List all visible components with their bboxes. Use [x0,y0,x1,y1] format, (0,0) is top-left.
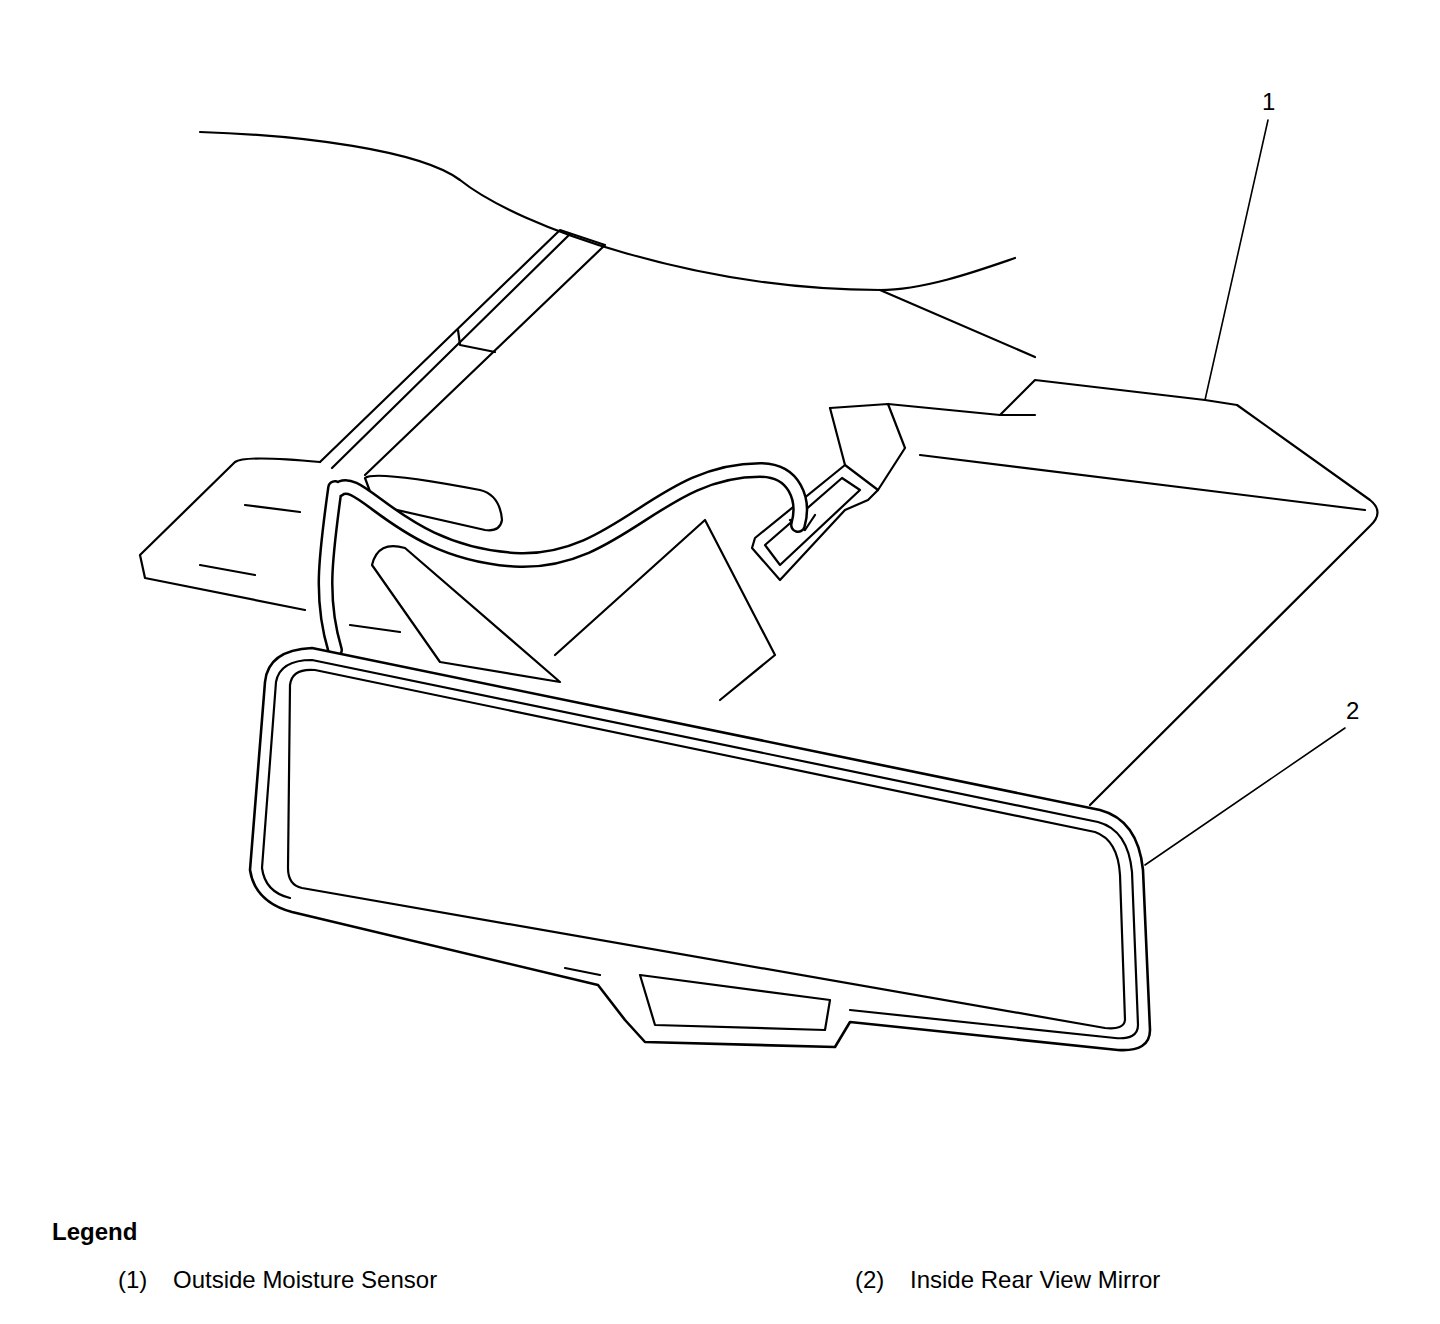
connector [752,465,878,580]
legend-heading: Legend [52,1220,137,1244]
legend-text: Inside Rear View Mirror [910,1266,1160,1293]
legend-number: (2) [855,1268,884,1292]
windshield-line [880,290,1035,357]
legend-entry: Outside Moisture Sensor [173,1268,437,1292]
connector-face [765,478,860,565]
mirror-tab [565,968,830,1030]
legend-entry: Inside Rear View Mirror [910,1268,1160,1292]
mirror-glass [288,670,1125,1029]
trim-strip [332,234,570,468]
callout-number: 1 [1262,90,1275,114]
sensor-housing [830,380,1378,805]
sensor-edge [830,404,1365,510]
windshield-edge [200,132,1015,290]
mirror-stem [372,546,560,682]
leader-line [1205,120,1268,400]
mirror-housing [250,648,1150,1050]
callout-number: 2 [1346,699,1359,723]
trim-step [458,330,495,352]
legend-text: Outside Moisture Sensor [173,1266,437,1293]
mirror-rim [262,660,1138,1038]
leader-line [1145,728,1345,865]
trim-strip [320,230,605,475]
legend-number: (1) [118,1268,147,1292]
